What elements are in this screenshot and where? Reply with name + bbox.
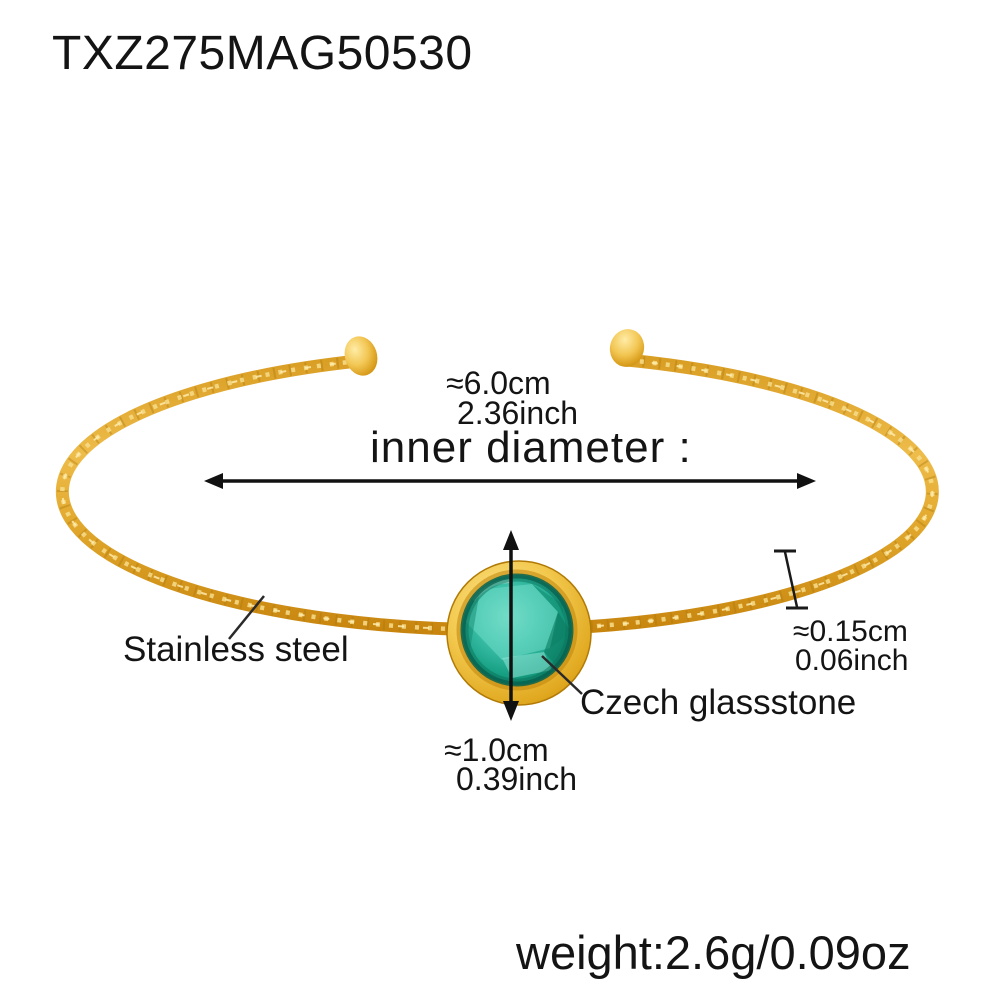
inner-diameter-inch: 2.36inch: [457, 395, 578, 431]
glass-stone-pointer-line: [541, 655, 583, 695]
stone-diameter-arrow: [503, 530, 519, 721]
stone-material-label: Czech glassstone: [580, 683, 857, 722]
stainless-steel-pointer-line: [228, 595, 265, 640]
band-material-label: Stainless steel: [123, 630, 349, 669]
inner-diameter-label: inner diameter :: [370, 423, 692, 472]
band-thickness-gauge: [774, 549, 808, 610]
weight-label: weight:2.6g/0.09oz: [516, 926, 911, 979]
band-thickness-inch: 0.06inch: [795, 644, 909, 677]
stone-diameter-cm: ≈1.0cm: [444, 732, 549, 768]
inner-diameter-arrow: [204, 473, 816, 489]
inner-diameter-cm: ≈6.0cm: [446, 365, 551, 401]
band-thickness-cm: ≈0.15cm: [793, 615, 908, 648]
product-code: TXZ275MAG50530: [52, 27, 473, 80]
stone-diameter-inch: 0.39inch: [456, 761, 577, 797]
ball-end-right: [609, 329, 645, 367]
ball-end-left: [344, 336, 378, 376]
